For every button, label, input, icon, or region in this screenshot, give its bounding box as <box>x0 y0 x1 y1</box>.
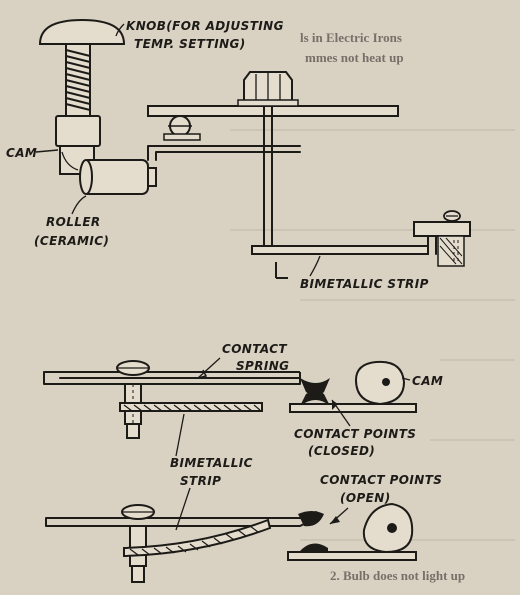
vertical-rods <box>263 106 288 279</box>
cam-label-bottom: CAM <box>412 374 443 388</box>
contact-closed-label-line1: CONTACT POINTS <box>294 427 416 441</box>
mount-bracket <box>413 210 471 267</box>
cam-label-top: CAM <box>6 146 37 160</box>
contacts-closed-diagram: CONTACT SPRING CAM CONTACT POINTS (CLOSE… <box>43 342 443 458</box>
bimetallic-label-bottom-line2: STRIP <box>180 474 221 488</box>
bimetallic-strip-closed <box>119 402 263 412</box>
contacts-open-diagram: CONTACT POINTS (OPEN) <box>45 473 442 583</box>
cam-leader-top <box>35 149 59 153</box>
guide-roller <box>163 115 201 141</box>
roller-label-line1: ROLLER <box>46 215 101 229</box>
screw-post-open <box>121 504 155 583</box>
knob-label-line1: KNOB(FOR ADJUSTING <box>126 19 284 33</box>
contact-points-open <box>287 511 417 561</box>
background-page-text: ls in Electric Irons mmes not heat up 2.… <box>230 30 515 583</box>
knob <box>38 18 126 45</box>
bg-heading-1: ls in Electric Irons <box>300 30 402 45</box>
adjustment-mechanism: KNOB(FOR ADJUSTING TEMP. SETTING) CAM RO… <box>6 18 471 291</box>
cam-top <box>55 115 101 175</box>
roller-label-line2: (CERAMIC) <box>34 234 109 248</box>
top-nut <box>237 71 299 107</box>
bimetallic-leader-top <box>309 255 321 277</box>
bimetallic-bottom-label: BIMETALLIC STRIP <box>170 413 253 531</box>
contact-spring-leader <box>197 357 221 379</box>
roller-leader <box>71 195 87 215</box>
bimetallic-label-top: BIMETALLIC STRIP <box>300 277 429 291</box>
cam-bottom-open <box>362 502 414 554</box>
contact-closed-label-line2: (CLOSED) <box>308 444 375 458</box>
contact-spring-label-line2: SPRING <box>236 359 289 373</box>
contact-spring-label-line1: CONTACT <box>222 342 287 356</box>
cam-bottom-closed <box>354 360 406 406</box>
bimetallic-label-bottom-line1: BIMETALLIC <box>170 456 253 470</box>
contact-points-closed <box>289 378 417 413</box>
screw-post-closed <box>116 360 150 439</box>
knob-leader <box>115 23 125 37</box>
lower-plate <box>147 145 301 161</box>
knob-label-line2: TEMP. SETTING) <box>134 37 246 51</box>
contact-spring-closed <box>43 371 301 385</box>
contact-open-label-line2: (OPEN) <box>340 491 391 505</box>
roller <box>79 159 157 195</box>
bimetallic-strip-open <box>123 518 272 558</box>
contact-open-label-line1: CONTACT POINTS <box>320 473 442 487</box>
bg-heading-3: 2. Bulb does not light up <box>330 568 465 583</box>
bg-heading-2: mmes not heat up <box>305 50 404 65</box>
threaded-shaft <box>65 43 91 117</box>
